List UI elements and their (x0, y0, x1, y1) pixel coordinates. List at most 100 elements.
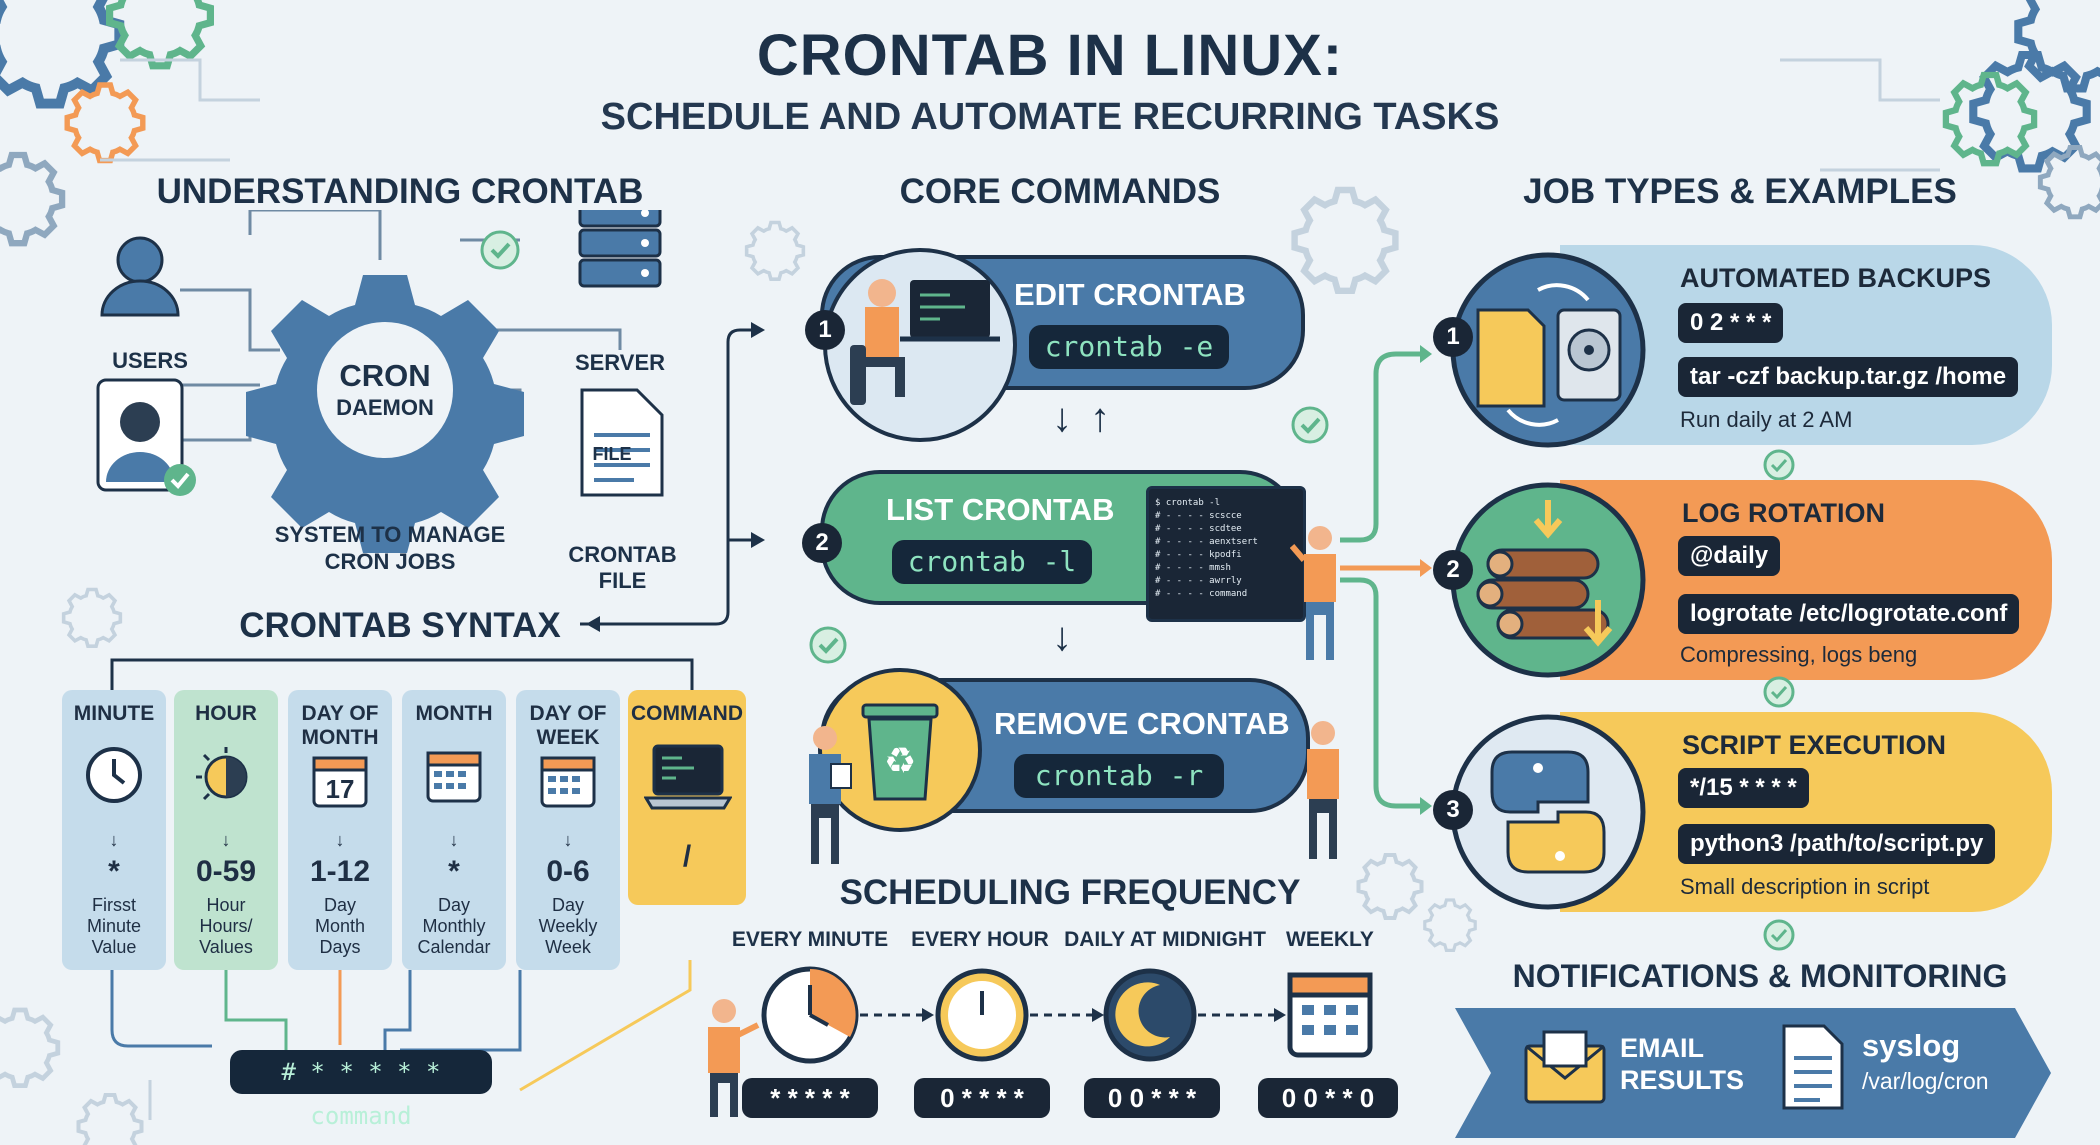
desc-line: Day (437, 895, 470, 915)
person-with-document-icon (809, 726, 852, 864)
sun-moon-icon (196, 747, 248, 801)
job-description: Compressing, logs beng (1680, 642, 1918, 667)
desc-line: Days (319, 937, 361, 957)
job-command: logrotate /etc/logrotate.conf (1678, 594, 2020, 634)
up-arrow-icon: ↑ (1090, 396, 1110, 440)
terminal-line: $ crontab -l (1155, 498, 1221, 508)
calendar-icon (312, 756, 368, 808)
command-code: crontab -r (1014, 754, 1224, 798)
desc-line: Calendar (417, 937, 491, 957)
terminal-line: # - - - - awrrly (1155, 576, 1242, 586)
cron-gear-icon (246, 275, 524, 553)
crontab-file-line1: CRONTAB (568, 542, 677, 567)
terminal-line: # - - - - mmsh (1155, 563, 1231, 573)
syslog-title: syslog (1862, 1028, 1961, 1063)
frequency-label: EVERY MINUTE (731, 928, 889, 951)
frequency-code: * * * * * (742, 1078, 878, 1118)
frequency-heading: SCHEDULING FREQUENCY (839, 873, 1301, 912)
svg-text:♻: ♻ (884, 741, 916, 782)
document-icon (1782, 1024, 1844, 1110)
job-schedule: 0 2 * * * (1678, 303, 1784, 343)
desc-line: Week (545, 937, 591, 957)
gear-icon (2040, 148, 2100, 217)
syntax-bracket (110, 658, 694, 690)
column-header: COMMAND (631, 702, 743, 725)
syslog-path: /var/log/cron (1862, 1068, 1989, 1094)
calendar-grid-icon (540, 756, 596, 808)
crontab-line: # * * * * * command (230, 1050, 492, 1130)
person-with-tablet-icon (1307, 721, 1339, 859)
python-logo-icon (1450, 714, 1646, 910)
column-value: * (448, 855, 460, 888)
system-line1: SYSTEM TO MANAGE (274, 522, 506, 547)
desc-line: Day (323, 895, 356, 915)
desc-line: Firsst (92, 895, 136, 915)
email-line2: RESULTS (1620, 1065, 1745, 1095)
recycle-bin-icon: ♻ (818, 668, 982, 832)
step-number-badge: 1 (805, 310, 845, 350)
frequency-label: EVERY HOUR (911, 928, 1049, 951)
job-title: AUTOMATED BACKUPS (1680, 263, 1992, 293)
job-schedule: */15 * * * * (1678, 768, 1809, 808)
down-arrow-icon: ↓ (109, 830, 119, 850)
crontab-file-line2: FILE (598, 568, 647, 593)
calendar-icon (1287, 972, 1373, 1058)
terminal-line: # - - - - scdtee (1155, 524, 1242, 534)
syntax-connectors (110, 960, 692, 1092)
terminal-line: # - - - - scscce (1155, 511, 1242, 521)
calendar-grid-icon (426, 751, 482, 803)
frequency-icons (761, 966, 1373, 1064)
job-description: Run daily at 2 AM (1680, 407, 1853, 432)
user-icon (100, 236, 180, 317)
cron-daemon-line1: CRON (339, 358, 431, 393)
terminal-window: $ crontab -l # - - - - scscce # - - - - … (1146, 486, 1306, 622)
column-value: * (108, 855, 120, 888)
column-header: MINUTE (73, 702, 155, 725)
calendar-day: 17 (325, 774, 355, 804)
check-icon (1291, 406, 1329, 444)
stopwatch-icon (761, 966, 859, 1064)
person-pointing-icon (708, 999, 760, 1117)
moon-icon (1103, 968, 1197, 1062)
job-card-log-rotation[interactable]: LOG ROTATION @daily logrotate /etc/logro… (1560, 480, 2052, 680)
admin-user-icon (96, 378, 196, 496)
desc-line: Monthly (422, 916, 486, 936)
column-header: HOUR (195, 702, 257, 725)
laptop-icon (644, 744, 732, 810)
desc-line: Hours/ (199, 916, 253, 936)
job-card-backups[interactable]: AUTOMATED BACKUPS 0 2 * * * tar -czf bac… (1560, 245, 2052, 445)
step-number-badge: 2 (1433, 550, 1473, 590)
email-icon (1524, 1030, 1606, 1104)
check-icon (1763, 919, 1795, 951)
jobs-connectors (1340, 345, 1432, 815)
job-title: SCRIPT EXECUTION (1682, 730, 1947, 760)
job-title: LOG ROTATION (1682, 498, 1885, 528)
cron-daemon-line2: DAEMON (336, 395, 434, 420)
terminal-line: # - - - - command (1155, 589, 1248, 599)
command-title: REMOVE CRONTAB (994, 706, 1290, 741)
column-value: 0-6 (546, 855, 590, 888)
frequency-label: DAILY AT MIDNIGHT (1064, 928, 1266, 951)
column-value: / (682, 840, 692, 873)
step-number-badge: 1 (1433, 317, 1473, 357)
notifications-heading: NOTIFICATIONS & MONITORING (1512, 958, 2008, 994)
email-label: EMAIL RESULTS (1620, 1032, 1744, 1096)
command-title: EDIT CRONTAB (1014, 277, 1246, 312)
server-label: SERVER (574, 350, 666, 375)
core-heading: CORE COMMANDS (899, 172, 1221, 211)
page-subtitle: SCHEDULE AND AUTOMATE RECURRING TASKS (600, 96, 1500, 138)
system-line2: CRON JOBS (324, 549, 456, 574)
file-icon (580, 388, 664, 497)
presenter-person-icon (1290, 526, 1336, 660)
desc-line: Hour (206, 895, 246, 915)
check-icon (1763, 449, 1795, 481)
email-line1: EMAIL (1620, 1033, 1704, 1063)
column-header: DAY OF MONTH (301, 702, 379, 749)
developer-at-desk-icon (823, 248, 1017, 442)
syntax-column-command: COMMAND / (628, 690, 746, 905)
